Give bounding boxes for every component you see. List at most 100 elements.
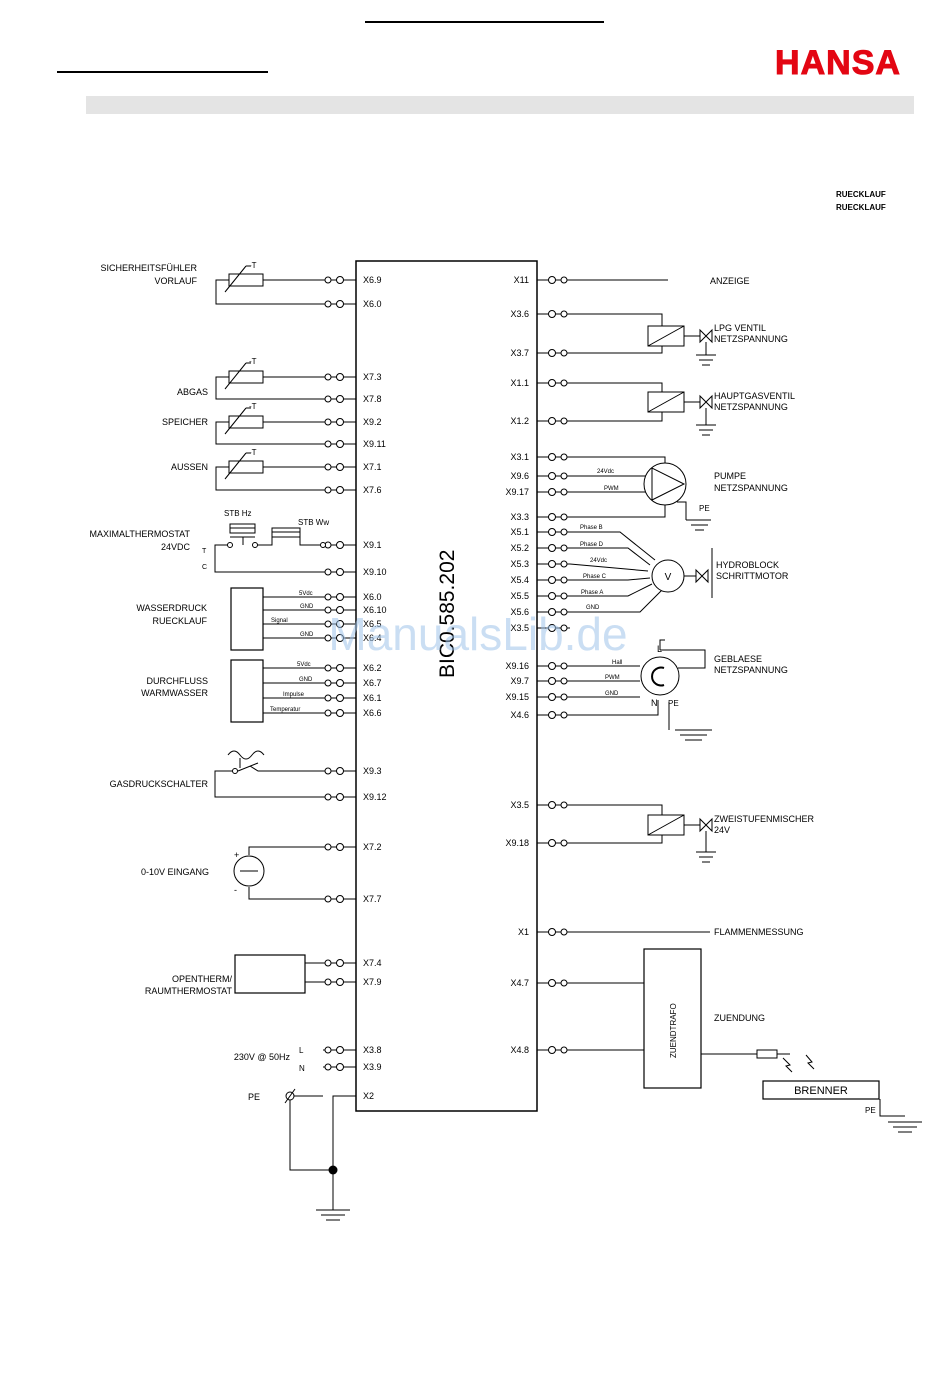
terminal-label-right: X3.6 <box>510 309 529 319</box>
header-right-1: RUECKLAUF <box>836 190 886 199</box>
terminal-pin-right <box>560 379 568 387</box>
label-anzeige: ANZEIGE <box>710 276 750 286</box>
label-speicher: SPEICHER <box>162 417 209 427</box>
terminal-label-left: X6.1 <box>363 693 382 703</box>
terminal-label-left: X6.10 <box>363 605 387 615</box>
df-pin-3: Impulse <box>283 692 305 698</box>
ground-symbol-fan <box>675 729 712 741</box>
brenner-pe: PE <box>865 1106 876 1115</box>
terminal-pin-left <box>324 373 332 381</box>
phase-5: Phase A <box>581 590 603 596</box>
plus-label: + <box>234 850 239 860</box>
terminal-socket-right <box>548 1046 556 1054</box>
terminal-pin-left <box>324 395 332 403</box>
terminal-pin-left <box>324 486 332 494</box>
terminal-socket-left <box>336 694 344 702</box>
df-pin-4: Temperatur <box>270 707 300 713</box>
terminal-pin-right <box>560 928 568 936</box>
terminal-pin-right <box>560 544 568 552</box>
terminal-pin-right <box>560 513 568 521</box>
label-geblaese-2: NETZSPANNUNG <box>714 665 788 675</box>
terminal-socket-left <box>336 418 344 426</box>
label-wasserdruck-1: WASSERDRUCK <box>136 603 207 613</box>
terminal-pin-right <box>560 349 568 357</box>
terminal-label-right: X4.6 <box>510 710 529 720</box>
n-label: N <box>299 1064 305 1073</box>
terminal-pin-left <box>324 276 332 284</box>
terminal-label-right: X4.7 <box>510 978 529 988</box>
terminal-pin-right <box>560 488 568 496</box>
label-durchfluss-2: WARMWASSER <box>141 688 208 698</box>
terminal-socket-left <box>336 895 344 903</box>
sig-c: C <box>202 564 207 571</box>
stb-hz-label: STB Hz <box>224 509 252 518</box>
terminal-socket-right <box>548 576 556 584</box>
terminal-pin-left <box>324 418 332 426</box>
ground-symbol-zweistufen <box>696 851 716 863</box>
title-bar <box>86 96 914 114</box>
terminal-label-right: X5.1 <box>510 527 529 537</box>
terminal-socket-right <box>548 453 556 461</box>
zuendtrafo-label: ZUENDTRAFO <box>669 1003 678 1058</box>
terminal-socket-left <box>336 1046 344 1054</box>
terminal-pin-left <box>324 709 332 717</box>
label-sicherheit-2: VORLAUF <box>154 276 197 286</box>
stb-ww-label: STB Ww <box>298 518 329 527</box>
terminal-pin-left <box>324 300 332 308</box>
pump-symbol: 24Vdc PWM PE <box>597 462 710 513</box>
hansa-logo: HANSA <box>775 44 901 82</box>
terminal-socket-left <box>336 300 344 308</box>
wd-pin-2: GND <box>300 604 314 610</box>
terminal-label-right: X11 <box>514 275 529 285</box>
terminal-pin-right <box>560 528 568 536</box>
terminal-label-left: X7.1 <box>363 462 382 472</box>
terminal-label-left: X7.8 <box>363 394 382 404</box>
pump-sig-1: 24Vdc <box>597 469 614 475</box>
terminal-pin-left <box>324 767 332 775</box>
stb-switches: STB Hz STB Ww T C <box>202 509 329 571</box>
terminal-pin-right <box>560 417 568 425</box>
terminal-socket-right <box>548 276 556 284</box>
wasserdruck-sensor: 5Vdc GND Signal GND <box>230 587 314 651</box>
terminal-pin-left <box>324 568 332 576</box>
ground-symbol-lpg <box>696 354 716 366</box>
label-hauptgas-2: NETZSPANNUNG <box>714 402 788 412</box>
pump-pe: PE <box>699 504 710 513</box>
terminal-label-left: X6.2 <box>363 663 382 673</box>
terminal-socket-right <box>548 560 556 568</box>
terminal-socket-right <box>548 979 556 987</box>
label-hauptgas-1: HAUPTGASVENTIL <box>714 391 795 401</box>
terminal-label-left: X6.6 <box>363 708 382 718</box>
terminal-pin-right <box>560 472 568 480</box>
terminal-socket-right <box>548 839 556 847</box>
terminal-socket-left <box>336 843 344 851</box>
terminal-label-left: X7.7 <box>363 894 382 904</box>
electrode-symbol <box>756 1049 778 1059</box>
label-opentherm-1: OPENTHERM/ <box>172 974 233 984</box>
terminal-label-right: X5.5 <box>510 591 529 601</box>
terminal-socket-right <box>548 592 556 600</box>
label-opentherm-2: RAUMTHERMOSTAT <box>145 986 233 996</box>
brenner-label: BRENNER <box>794 1085 848 1097</box>
label-gas: GASDRUCKSCHALTER <box>110 779 209 789</box>
terminal-pin-left <box>324 463 332 471</box>
terminal-pin-left <box>324 664 332 672</box>
label-hydro-1: HYDROBLOCK <box>716 560 779 570</box>
brenner-box <box>762 1080 880 1100</box>
fan-l: L <box>657 644 662 654</box>
label-pumpe-2: NETZSPANNUNG <box>714 483 788 493</box>
t-label: -T <box>249 448 257 457</box>
sig-t: T <box>202 548 207 555</box>
terminal-socket-left <box>336 541 344 549</box>
terminal-pin-right <box>560 677 568 685</box>
terminal-socket-right <box>548 801 556 809</box>
terminal-label-left: X6.7 <box>363 678 382 688</box>
df-pin-2: GND <box>299 677 313 683</box>
terminal-label-right: X9.6 <box>510 471 529 481</box>
ground-symbol-hauptgas <box>696 424 716 436</box>
terminal-label-left: X7.2 <box>363 842 382 852</box>
terminal-label-left: X7.6 <box>363 485 382 495</box>
terminal-pin-right <box>560 1046 568 1054</box>
module-name: BIC0.585.202 <box>436 550 459 678</box>
